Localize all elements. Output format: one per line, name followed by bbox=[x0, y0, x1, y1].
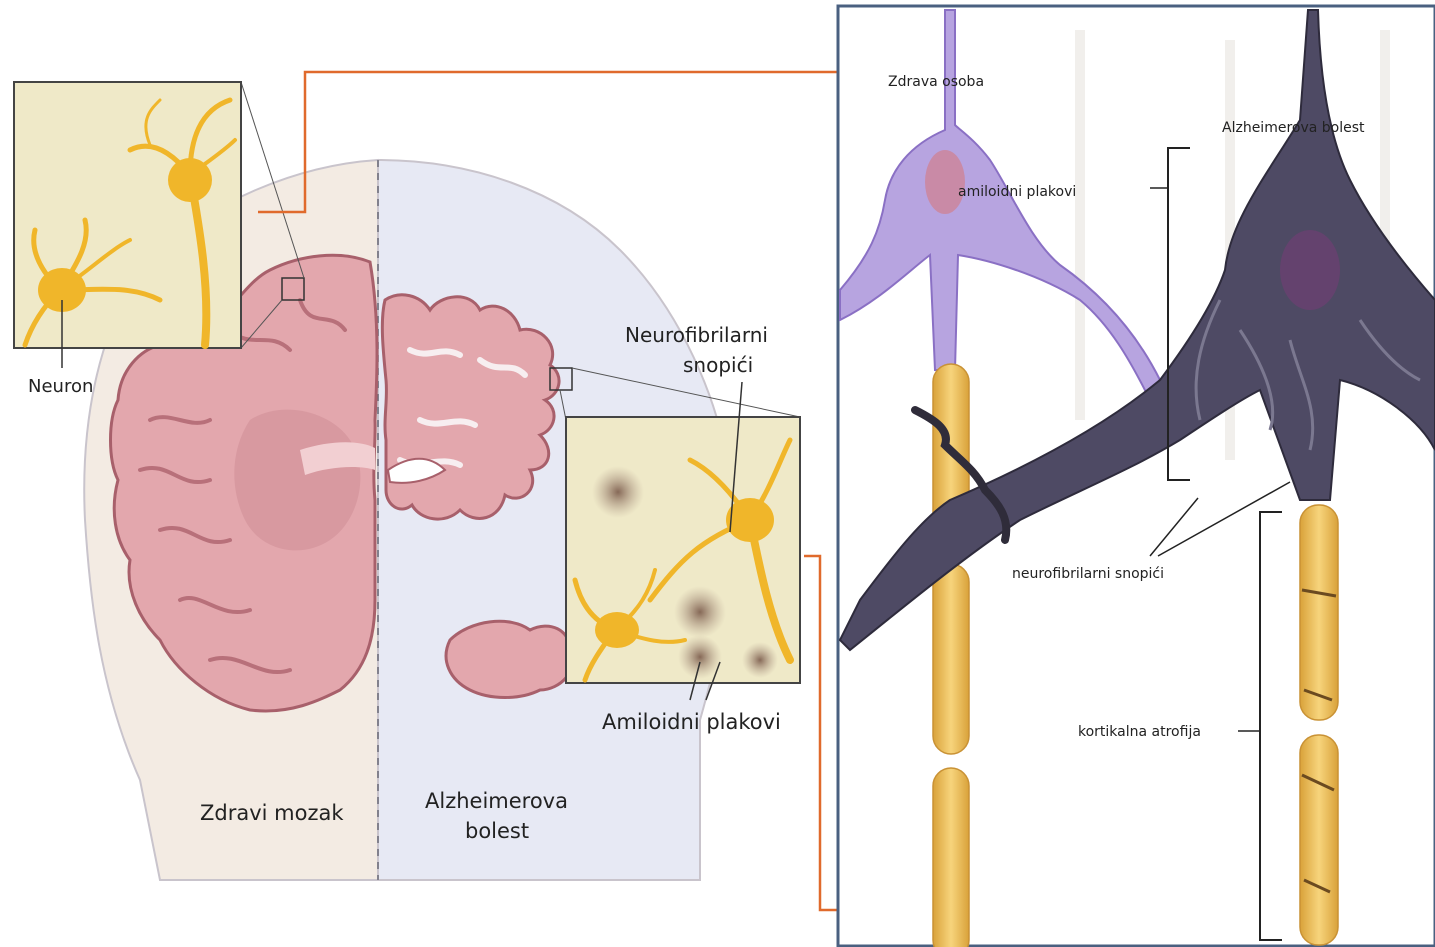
label-alz-brain-2: bolest bbox=[465, 819, 529, 843]
alz-neuron-inset bbox=[566, 417, 800, 683]
alz-brain-lobe bbox=[446, 621, 573, 697]
alz-brain-tissue bbox=[382, 295, 559, 519]
label-tangles-2: snopići bbox=[683, 353, 753, 377]
label-tangles-small: neurofibrilarni snopići bbox=[1012, 566, 1164, 582]
label-healthy-brain: Zdravi mozak bbox=[200, 801, 344, 825]
label-amyloid-plaques: Amiloidni plakovi bbox=[602, 710, 781, 734]
label-alz-disease: Alzheimerova bolest bbox=[1222, 120, 1365, 136]
label-neuron: Neuron bbox=[28, 376, 93, 397]
detail-panel bbox=[838, 6, 1435, 947]
label-cortical-atrophy: kortikalna atrofija bbox=[1078, 724, 1201, 740]
healthy-brain-inner bbox=[234, 410, 360, 551]
healthy-neuron-inset bbox=[14, 82, 241, 348]
label-healthy-person: Zdrava osoba bbox=[888, 74, 984, 90]
label-alz-brain-1: Alzheimerova bbox=[425, 789, 568, 813]
label-amyloid-small: amiloidni plakovi bbox=[958, 184, 1076, 200]
label-tangles-1: Neurofibrilarni bbox=[625, 323, 768, 347]
